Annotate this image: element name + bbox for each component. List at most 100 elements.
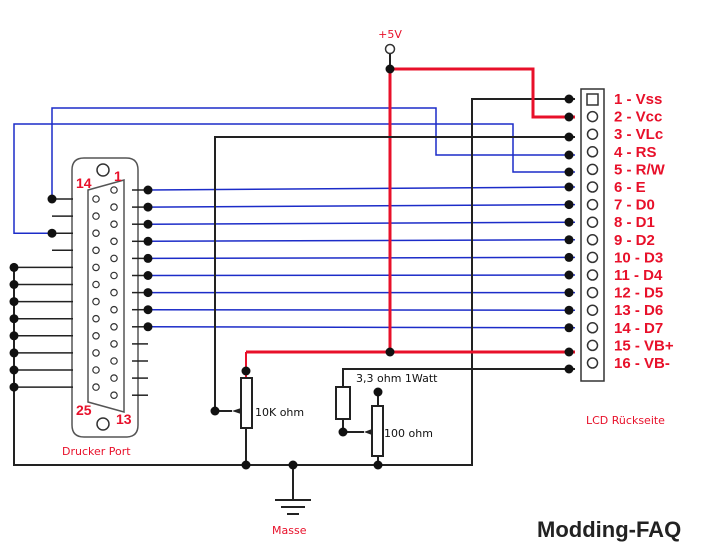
lcd-connector [580,88,605,382]
db25-pin-12 [110,374,118,382]
mount-hole-bottom [96,417,110,431]
db25-pin-21 [92,314,100,323]
lcd-pin-16 [586,357,599,369]
junction-lcd-13 [564,305,574,315]
db25-pin-25-label: 25 [76,402,92,418]
junction-pot100-ground [373,460,383,470]
lcd-pin-label-6: 6 - E [614,179,646,196]
contrast-line [214,136,575,411]
lcd-pin-3 [586,128,599,140]
junction-db25-8 [143,305,153,315]
data-line-14 [147,326,576,329]
lcd-pin-label-2: 2 - Vcc [614,109,662,126]
lcd-pin-11 [586,269,599,281]
pot-10k-label: 10K ohm [255,406,304,419]
lcd-pin-8 [586,216,599,228]
db25-pin-10 [110,340,118,348]
lcd-pin-label-8: 8 - D1 [614,214,655,231]
junction-vcc-top [385,64,395,74]
lcd-pin-label-4: 4 - RS [614,144,657,161]
lcd-pin-12 [586,286,599,299]
junction-pot10k-ground [241,460,251,470]
db25-pin-25 [92,383,100,391]
lcd-pin-7 [586,198,599,211]
junction-db25-5 [143,253,153,263]
junction-resistor [338,427,348,437]
junction-db25-3 [143,219,153,229]
junction-db25-7 [143,288,153,298]
junction-lcd-14 [564,323,574,333]
data-line-13 [147,308,576,311]
contrast-potentiometer [232,377,253,429]
printer-port-label: Drucker Port [62,445,131,458]
junction-lcd-10 [564,252,574,262]
junction-db25-6 [143,271,153,280]
junction-ground-4 [9,331,19,341]
lcd-pin-10 [586,251,599,264]
junction-lcd-5 [564,167,574,177]
junction-wiper [210,406,220,416]
lcd-pin-14 [586,322,599,334]
rs-line [51,107,575,199]
data-line-10 [147,256,576,260]
lcd-pin-label-5: 5 - R/W [614,161,666,178]
db25-pin-13 [110,391,118,400]
junction-ground-symbol [288,460,298,470]
db25-pin-19 [92,280,100,289]
lcd-pin-label-12: 12 - D5 [614,285,663,302]
lcd-pin-label-15: 15 - VB+ [614,337,674,354]
db25-pin-16 [92,229,100,238]
db25-pin-15 [92,212,100,220]
backlight-minus-line [342,368,575,387]
junction-lcd-9 [564,235,574,245]
lcd-pin-label-13: 13 - D6 [614,302,663,319]
db25-pin-14 [92,195,100,203]
db25-pin-5 [110,254,118,263]
junction-ground-0 [9,262,19,272]
ground-bus [13,98,575,466]
db25-pin-23 [92,349,100,357]
db25-pin-9 [110,322,118,331]
lcd-pin-2 [586,110,599,123]
db25-pin-24 [92,366,100,374]
junction-lcd-4 [564,150,574,160]
db25-pin-11 [110,357,118,365]
lcd-back-label: LCD Rückseite [586,414,665,427]
data-line-7 [147,203,576,208]
junction-ground-5 [9,348,19,358]
db25-pin-14-label: 14 [76,175,92,191]
db25-pin-1-label: 1 [114,168,122,184]
db25-pin-1 [110,186,118,194]
junction-db25-2 [143,202,153,212]
rw-line [13,123,575,234]
db25-pin-8 [110,305,118,314]
db25-pin-7 [110,288,118,297]
junction-pot10k-top [241,366,251,376]
resistor-label: 3,3 ohm 1Watt [356,372,438,385]
junction-lcd-11 [564,270,574,280]
junction-lcd-7 [564,200,574,210]
junction-ground-6 [9,365,19,375]
lcd-pin-label-3: 3 - VLc [614,126,663,143]
lcd-pin-6 [586,181,599,193]
ground-symbol [275,465,311,515]
lcd-pin-label-1: 1 - Vss [614,91,662,108]
lcd-pin-15 [586,339,599,352]
vcc-label: +5V [378,28,402,41]
lcd-pin-4 [586,146,599,158]
junction-pot100-top [373,387,383,397]
lcd-pin-13 [586,304,599,316]
ground-label: Masse [272,524,307,537]
db25-pin-3 [110,220,118,229]
resistor-3-3-ohm [335,386,351,420]
db25-pin-13-label: 13 [116,411,132,427]
junction-lcd-15 [564,347,574,357]
vcc-line [390,67,575,119]
brand-label: Modding-FAQ [537,517,681,542]
mount-hole-top [96,163,110,177]
data-line-9 [147,239,576,243]
junction-db25-16 [47,228,57,238]
junction-lcd-16 [564,364,574,374]
